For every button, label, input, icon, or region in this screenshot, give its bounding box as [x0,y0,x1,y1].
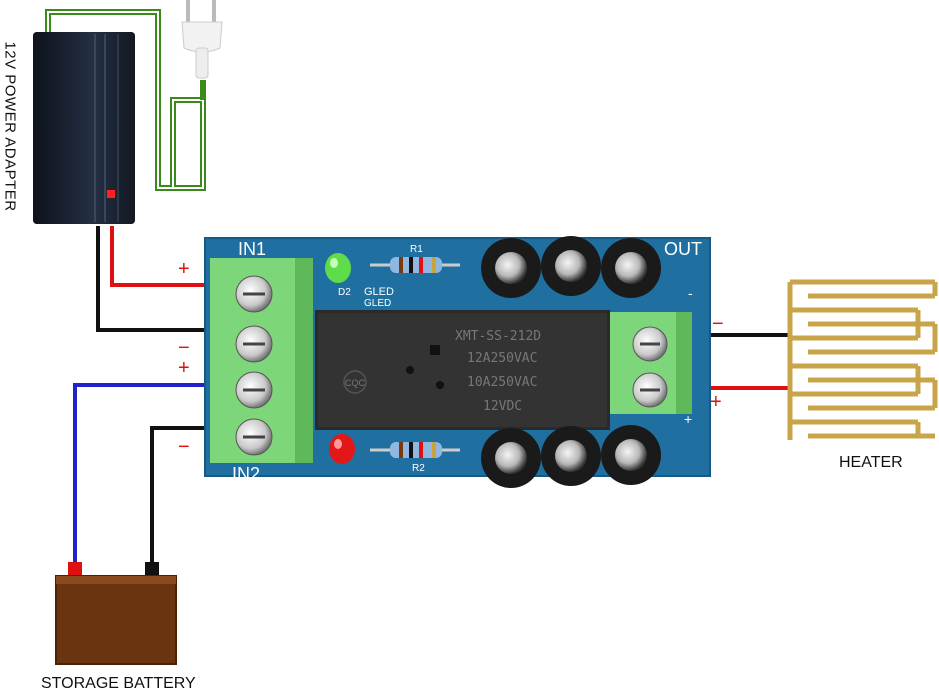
capacitor [481,428,541,488]
screw-terminal [632,326,668,362]
r2-label: R2 [412,463,425,474]
resistor-r2 [370,442,460,458]
relay [315,310,610,430]
out-label: OUT [664,239,702,259]
relay-logo: CQC [345,378,366,388]
in2-label: IN2 [232,464,260,484]
green-led [325,253,351,283]
red-led [329,434,355,464]
out-plus-mark: + [710,391,722,413]
capacitor [601,425,661,485]
capacitor [601,238,661,298]
screw-terminal [235,325,273,363]
out-plus-board: + [684,411,692,427]
output-terminal-block [608,312,692,414]
power-cord [45,9,206,191]
relay-rating-2: 10A250VAC [467,375,537,390]
power-adapter-label: 12V POWER ADAPTER [1,41,19,212]
power-adapter [33,32,135,224]
screw-terminal [235,275,273,313]
relay-rating-3: 12VDC [483,399,522,414]
storage-battery-label: STORAGE BATTERY [41,675,196,692]
storage-battery [55,562,177,665]
d2-label: D2 [338,287,351,298]
relay-rating-1: 12A250VAC [467,351,537,366]
in2-plus-mark: + [178,357,190,379]
gled-label: GLED [364,286,394,298]
adapter-black-wire [96,226,212,332]
screw-terminal [632,372,668,408]
in1-plus-mark: + [178,258,190,280]
capacitor [481,238,541,298]
in1-label: IN1 [238,239,266,259]
screw-terminal [235,371,273,409]
r1-label: R1 [410,244,423,255]
out-minus-board: - [688,285,693,301]
relay-model: XMT-SS-212D [455,329,541,344]
capacitor [541,426,601,486]
adapter-red-wire [110,226,212,287]
in1-minus-mark: − [178,337,190,359]
screw-terminal [235,418,273,456]
power-plug-icon [181,0,223,79]
battery-blue-wire [73,383,212,565]
heater-element [787,279,938,440]
in2-minus-mark: − [178,436,190,458]
input-terminal-block [210,258,313,463]
resistor-r1 [370,257,460,273]
battery-black-wire [150,426,212,565]
capacitor [541,236,601,296]
out-minus-mark: − [712,313,724,335]
gled-label-2: GLED [364,298,391,309]
heater-label: HEATER [839,454,903,471]
